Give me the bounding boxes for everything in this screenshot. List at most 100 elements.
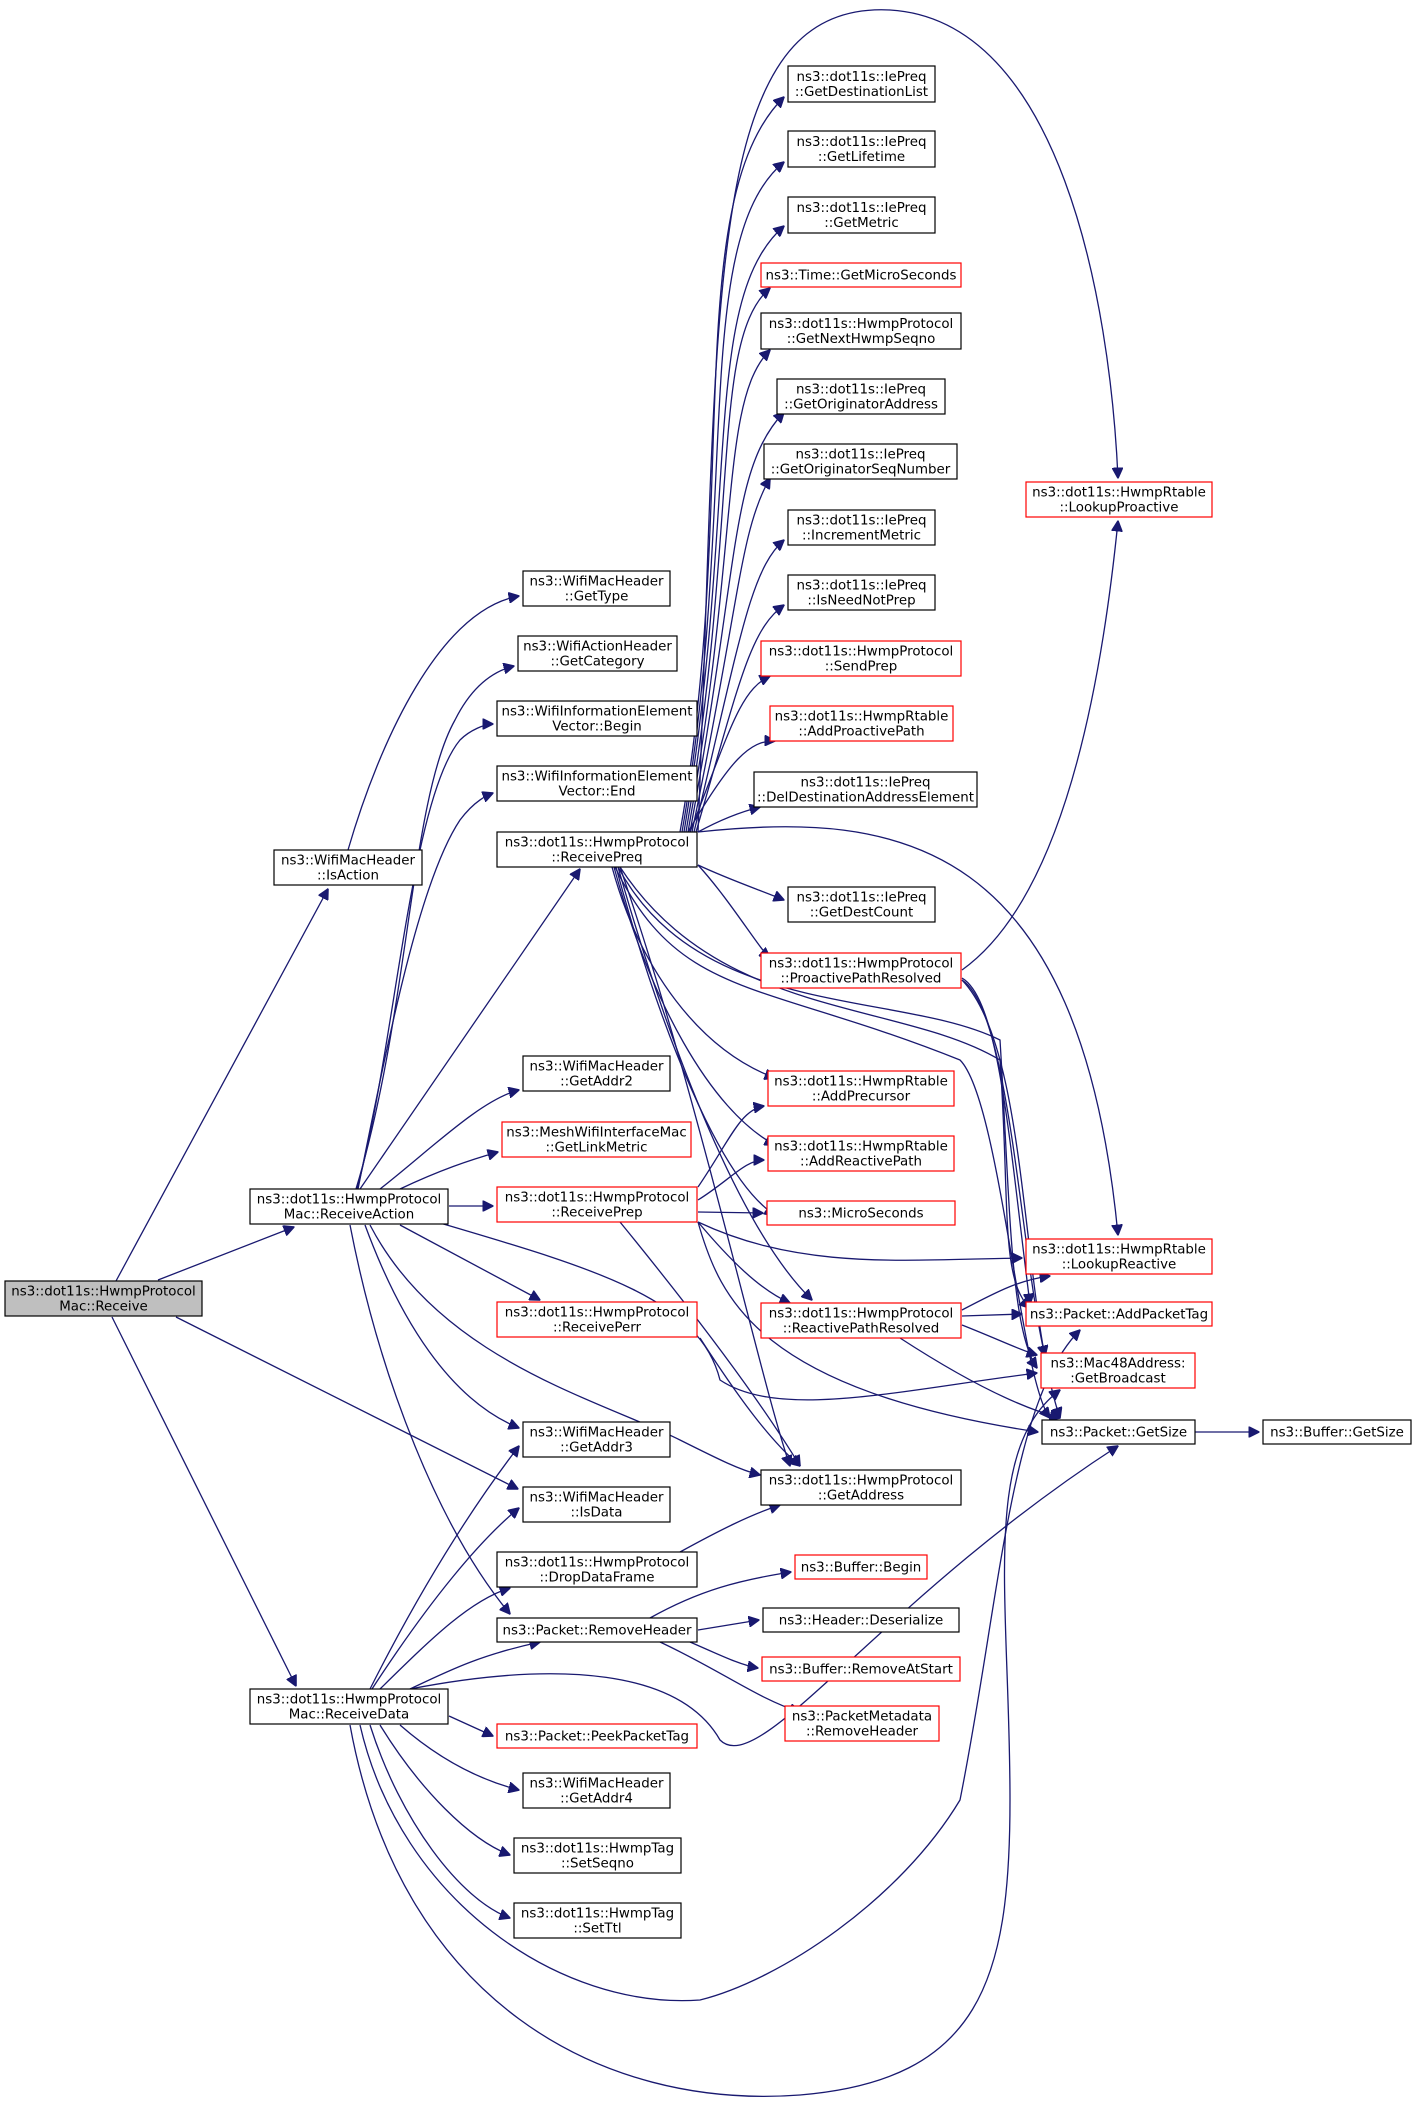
node-packetgetsize[interactable]: ns3::Packet::GetSize [1041, 1419, 1196, 1445]
node-box [769, 705, 954, 742]
node-getaddr4[interactable]: ns3::WifiMacHeader::GetAddr4 [522, 1772, 671, 1809]
node-label-line: ::GetType [565, 590, 629, 605]
node-label-line: ns3::dot11s::HwmpProtocol [505, 836, 690, 851]
node-deserialize[interactable]: ns3::Header::Deserialize [762, 1607, 960, 1633]
node-box [787, 196, 936, 234]
node-microseconds[interactable]: ns3::MicroSeconds [766, 1200, 956, 1226]
node-box [517, 635, 678, 672]
node-isaction[interactable]: ns3::WifiMacHeader::IsAction [273, 849, 423, 886]
edge-reactivepathresolved-to-packetgetsize [899, 1337, 1060, 1418]
node-getoriginatoraddress[interactable]: ns3::dot11s::IePreq::GetOriginatorAddres… [776, 378, 946, 415]
node-box [522, 1772, 671, 1809]
node-isneednotprep[interactable]: ns3::dot11s::IePreq::IsNeedNotPrep [787, 574, 936, 611]
node-box [760, 312, 962, 350]
node-label-line: ns3::dot11s::HwmpProtocol [769, 645, 954, 660]
edge-receivepreq-to-reactivepathresolved [617, 866, 812, 1300]
node-addpackettag[interactable]: ns3::Packet::AddPacketTag [1025, 1301, 1213, 1327]
node-label-line: ns3::dot11s::HwmpRtable [1032, 1243, 1206, 1258]
node-removeheader[interactable]: ns3::Packet::RemoveHeader [496, 1617, 698, 1643]
node-lookupreactive[interactable]: ns3::dot11s::HwmpRtable::LookupReactive [1025, 1238, 1213, 1275]
node-label-line: ns3::dot11s::HwmpRtable [1032, 486, 1206, 501]
node-getnexthwmpseqno[interactable]: ns3::dot11s::HwmpProtocol::GetNextHwmpSe… [760, 312, 962, 350]
node-label-line: ns3::WifiMacHeader [281, 854, 415, 869]
edge-receivepreq-to-getbroadcast [617, 866, 1037, 1368]
node-label-line: ns3::dot11s::IePreq [797, 579, 927, 594]
node-getaddr3[interactable]: ns3::WifiMacHeader::GetAddr3 [522, 1421, 671, 1458]
node-getmicroseconds[interactable]: ns3::Time::GetMicroSeconds [760, 262, 962, 288]
node-receiveprep[interactable]: ns3::dot11s::HwmpProtocol::ReceivePrep [496, 1186, 698, 1223]
node-label-line: ns3::dot11s::HwmpProtocol [769, 1474, 954, 1489]
edge-receive-to-receivedata [111, 1316, 296, 1686]
node-gettype[interactable]: ns3::WifiMacHeader::GetType [522, 570, 671, 607]
node-label-line: ::SendPrep [825, 660, 898, 675]
node-addproactivepath[interactable]: ns3::dot11s::HwmpRtable::AddProactivePat… [769, 705, 954, 742]
node-box [787, 509, 936, 546]
edge-receiveprep-to-getaddress [619, 1221, 800, 1466]
node-getlifetime[interactable]: ns3::dot11s::IePreq::GetLifetime [787, 130, 936, 168]
node-getlinkmetric[interactable]: ns3::MeshWifiInterfaceMac::GetLinkMetric [501, 1121, 692, 1158]
edge-receivedata-to-removeheader [409, 1642, 540, 1690]
edge-receiveprep-to-addreactivepath [697, 1160, 764, 1201]
node-setseqno[interactable]: ns3::dot11s::HwmpTag::SetSeqno [513, 1837, 682, 1874]
edge-receivedata-to-isdata [371, 1508, 519, 1690]
node-receivedata[interactable]: ns3::dot11s::HwmpProtocolMac::ReceiveDat… [249, 1688, 449, 1725]
edge-receivepreq-to-addpackettag [619, 866, 1030, 1308]
node-dropdataframe[interactable]: ns3::dot11s::HwmpProtocol::DropDataFrame [496, 1551, 698, 1588]
node-label-line: ns3::WifiMacHeader [530, 1426, 664, 1441]
node-label-line: ns3::dot11s::IePreq [797, 70, 927, 85]
node-deldestinationaddresselement[interactable]: ns3::dot11s::IePreq::DelDestinationAddre… [753, 771, 978, 808]
node-reactivepathresolved[interactable]: ns3::dot11s::HwmpProtocol::ReactivePathR… [760, 1302, 962, 1339]
node-getcategory[interactable]: ns3::WifiActionHeader::GetCategory [517, 635, 678, 672]
node-removeatstart[interactable]: ns3::Buffer::RemoveAtStart [761, 1656, 961, 1682]
node-label-line: ns3::dot11s::HwmpRtable [775, 710, 949, 725]
node-getmetric[interactable]: ns3::dot11s::IePreq::GetMetric [787, 196, 936, 234]
edge-receiveaction-to-getcategory [355, 666, 514, 1190]
node-label-line: ::ProactivePathResolved [781, 972, 942, 987]
node-receiveaction[interactable]: ns3::dot11s::HwmpProtocolMac::ReceiveAct… [249, 1188, 449, 1225]
node-box [513, 1902, 682, 1939]
node-box [496, 1551, 698, 1588]
node-getaddr2[interactable]: ns3::WifiMacHeader::GetAddr2 [522, 1055, 671, 1092]
edge-receivepreq-to-incrementmetric [693, 540, 784, 833]
node-label-line: ns3::dot11s::HwmpProtocol [257, 1193, 442, 1208]
node-label-line: ::GetDestCount [810, 906, 913, 921]
node-label-line: ns3::dot11s::HwmpProtocol [769, 1307, 954, 1322]
node-bufferbegin[interactable]: ns3::Buffer::Begin [794, 1554, 928, 1580]
node-label-line: Mac::ReceiveAction [284, 1208, 415, 1223]
node-lookupproactive[interactable]: ns3::dot11s::HwmpRtable::LookupProactive [1025, 481, 1213, 518]
edge-receiveaction-to-getaddr2 [379, 1090, 519, 1190]
node-addprecursor[interactable]: ns3::dot11s::HwmpRtable::AddPrecursor [767, 1070, 955, 1107]
node-sendprep[interactable]: ns3::dot11s::HwmpProtocol::SendPrep [760, 640, 962, 677]
node-peekpackettag[interactable]: ns3::Packet::PeekPacketTag [496, 1723, 698, 1749]
edge-receivepreq-to-getlifetime [681, 162, 784, 833]
node-getbroadcast[interactable]: ns3::Mac48Address::GetBroadcast [1040, 1352, 1196, 1389]
node-getdestinationlist[interactable]: ns3::dot11s::IePreq::GetDestinationList [787, 65, 936, 103]
edge-receiveaction-to-ieend [357, 793, 493, 1190]
node-getdestcount[interactable]: ns3::dot11s::IePreq::GetDestCount [787, 886, 936, 923]
node-box [522, 1421, 671, 1458]
node-receiveperr[interactable]: ns3::dot11s::HwmpProtocol::ReceivePerr [496, 1301, 698, 1338]
node-getoriginatorseqnumber[interactable]: ns3::dot11s::IePreq::GetOriginatorSeqNum… [763, 443, 958, 480]
node-label-line: ::LookupReactive [1062, 1258, 1177, 1273]
node-pmremoveheader[interactable]: ns3::PacketMetadata::RemoveHeader [784, 1705, 940, 1742]
edge-receivepreq-to-getdestcount [697, 864, 784, 900]
node-box [761, 1656, 961, 1682]
node-incrementmetric[interactable]: ns3::dot11s::IePreq::IncrementMetric [787, 509, 936, 546]
node-setttl[interactable]: ns3::dot11s::HwmpTag::SetTtl [513, 1902, 682, 1939]
node-receivepreq[interactable]: ns3::dot11s::HwmpProtocol::ReceivePreq [496, 831, 698, 868]
node-isdata[interactable]: ns3::WifiMacHeader::IsData [522, 1486, 671, 1523]
node-buffergetsize[interactable]: ns3::Buffer::GetSize [1262, 1419, 1412, 1445]
node-getaddress[interactable]: ns3::dot11s::HwmpProtocol::GetAddress [760, 1469, 962, 1506]
node-proactivepathresolved[interactable]: ns3::dot11s::HwmpProtocol::ProactivePath… [760, 952, 962, 989]
edge-receivedata-to-getbroadcast [349, 1390, 1060, 2097]
edge-receivepreq-to-lookupreactive [697, 826, 1118, 1235]
node-box [496, 831, 698, 868]
node-box [496, 700, 698, 737]
node-box [522, 1055, 671, 1092]
node-addreactivepath[interactable]: ns3::dot11s::HwmpRtable::AddReactivePath [767, 1135, 955, 1172]
node-label-line: ns3::dot11s::HwmpProtocol [505, 1191, 690, 1206]
